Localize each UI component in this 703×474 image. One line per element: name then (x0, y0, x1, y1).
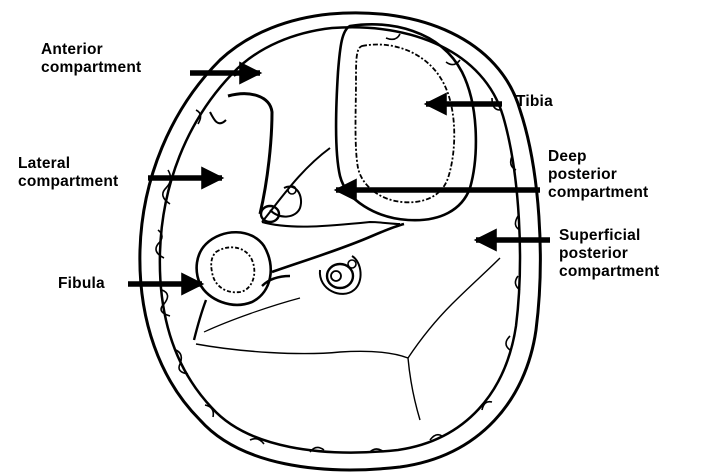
superficial-label-line1: Superficial (559, 227, 659, 245)
lateral-label-line2: compartment (18, 173, 118, 191)
deep-label-line2: posterior (548, 166, 648, 184)
anterior-label-line1: Anterior (41, 41, 141, 59)
deep-label-line3: compartment (548, 184, 648, 202)
deep-label-line1: Deep (548, 148, 648, 166)
superficial-muscle-divider (408, 258, 500, 420)
lateral-label-line1: Lateral (18, 155, 118, 173)
lateral-septum (210, 112, 226, 123)
anterior-compartment-label: Anterior compartment (41, 41, 141, 77)
tibia-medullary-cavity (356, 45, 455, 203)
fibula-label: Fibula (58, 275, 105, 293)
anterior-intermuscular-septum (228, 94, 272, 214)
lateral-compartment-label: Lateral compartment (18, 155, 118, 191)
anterior-label-line2: compartment (41, 59, 141, 77)
superficial-label-line3: compartment (559, 263, 659, 281)
fibula-medullary-cavity (211, 247, 254, 292)
tibia-label-line1: Tibia (516, 93, 553, 111)
superficial-label-line2: posterior (559, 245, 659, 263)
transverse-intermuscular-septum (196, 344, 408, 358)
peroneal-vessel (348, 260, 356, 268)
inner-fascia-outline (160, 27, 520, 452)
superficial-posterior-compartment-label: Superficial posterior compartment (559, 227, 659, 281)
fibula-label-line1: Fibula (58, 275, 105, 293)
posterior-tibial-vessel-inner (331, 271, 341, 281)
fibula-outline (197, 232, 271, 305)
deep-posterior-compartment-label: Deep posterior compartment (548, 148, 648, 202)
tibia-label: Tibia (516, 93, 553, 111)
